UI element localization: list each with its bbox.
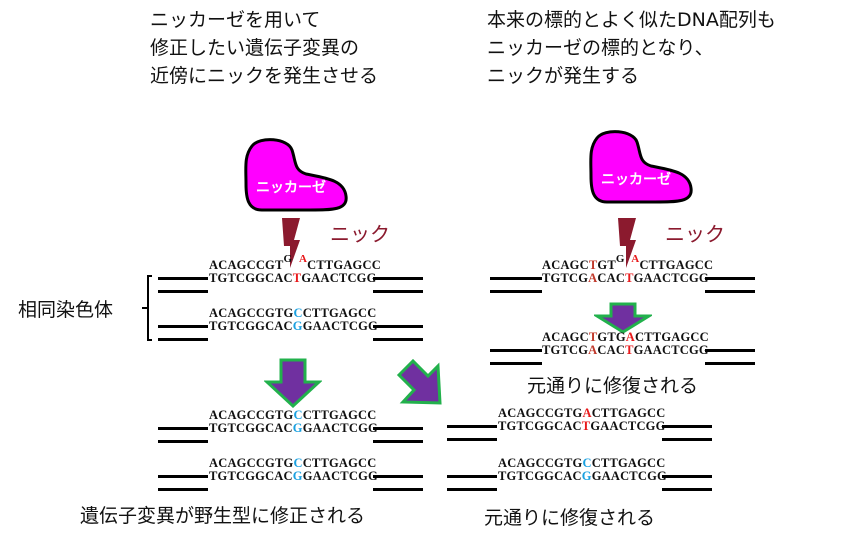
chromosome-line xyxy=(490,362,542,365)
chromosome-line xyxy=(447,425,497,428)
chromosome-line xyxy=(662,438,712,441)
middle-result-caption: 元通りに修復される xyxy=(484,507,656,529)
chromosome-line xyxy=(705,277,755,280)
chromosome-line xyxy=(158,475,208,478)
left-caption-line: 近傍にニックを発生させる xyxy=(150,65,379,87)
chromosome-line xyxy=(373,440,423,443)
chromosome-line xyxy=(158,488,208,491)
chromosome-line xyxy=(705,362,755,365)
chromosome-line xyxy=(490,349,542,352)
right-caption-line: ニックが発生する xyxy=(487,65,640,87)
left-result-b-strand-lower: TGTCGGCACGGAACTCGG xyxy=(209,469,378,483)
right-caption-line: ニッカーゼの標的となり、 xyxy=(487,37,714,59)
nick-lightning-icon-right xyxy=(618,218,636,268)
nickase-enzyme-right xyxy=(589,130,693,204)
chromosome-line xyxy=(158,427,208,430)
chromosome-line xyxy=(373,325,423,328)
chromosome-line xyxy=(373,488,423,491)
right-caption-line: 本来の標的とよく似たDNA配列も xyxy=(487,9,776,31)
right-top-strand-upper: ACAGCTGTG ACTTGAGCC xyxy=(542,253,714,272)
left-result-a-strand-upper: ACAGCCGTGCCTTGAGCC xyxy=(209,408,377,422)
chromosome-line xyxy=(158,277,208,280)
homolog-label: 相同染色体 xyxy=(18,299,114,321)
left-result-b-strand-upper: ACAGCCGTGCCTTGAGCC xyxy=(209,456,377,470)
chromosome-line xyxy=(158,290,208,293)
chromosome-line xyxy=(373,338,423,341)
chromosome-line xyxy=(158,440,208,443)
chromosome-line xyxy=(490,290,542,293)
chromosome-line xyxy=(705,290,755,293)
middle-result-a-strand-upper: ACAGCCGTGACTTGAGCC xyxy=(498,406,666,420)
down-arrow-icon xyxy=(264,358,322,408)
left-caption-line: ニッカーゼを用いて xyxy=(150,9,321,31)
down-arrow-icon xyxy=(594,302,652,334)
chromosome-line xyxy=(158,338,208,341)
left-top-strand-upper: ACAGCCGTG ACTTGAGCC xyxy=(209,253,381,272)
right-caption: 本来の標的とよく似たDNA配列も ニッカーゼの標的となり、 ニックが発生する xyxy=(487,6,776,90)
nick-lightning-icon-left xyxy=(282,218,300,268)
left-result-caption: 遺伝子変異が野生型に修正される xyxy=(80,505,366,527)
chromosome-line xyxy=(447,438,497,441)
right-top-strand-lower: TGTCGACACTGAACTCGG xyxy=(542,271,709,285)
nick-label-left: ニック xyxy=(330,222,390,246)
left-caption: ニッカーゼを用いて 修正したい遺伝子変異の 近傍にニックを発生させる xyxy=(150,6,378,90)
right-repaired-strand-lower: TGTCGACACTGAACTCGG xyxy=(542,343,709,357)
homolog-bracket xyxy=(142,275,152,341)
chromosome-line xyxy=(705,349,755,352)
right-repaired-strand-upper: ACAGCTGTGACTTGAGCC xyxy=(542,330,709,344)
chromosome-line xyxy=(490,277,542,280)
left-top-strand-lower: TGTCGGCACTGAACTCGG xyxy=(209,271,377,285)
chromosome-line xyxy=(662,488,712,491)
nickase-label-right: ニッカーゼ xyxy=(601,172,671,188)
chromosome-line xyxy=(662,475,712,478)
nickase-enzyme-left xyxy=(244,138,348,212)
diagonal-arrow-icon xyxy=(396,358,442,405)
left-result-a-strand-lower: TGTCGGCACGGAACTCGG xyxy=(209,421,378,435)
middle-result-a-strand-lower: TGTCGGCACTGAACTCGG xyxy=(498,419,666,433)
chromosome-line xyxy=(373,277,423,280)
nickase-label-left: ニッカーゼ xyxy=(256,180,326,196)
nick-label-right: ニック xyxy=(665,222,725,246)
left-homolog-strand-upper: ACAGCCGTGCCTTGAGCC xyxy=(209,306,377,320)
middle-result-b-strand-lower: TGTCGGCACGGAACTCGG xyxy=(498,469,667,483)
chromosome-line xyxy=(662,425,712,428)
left-caption-line: 修正したい遺伝子変異の xyxy=(150,37,360,59)
chromosome-line xyxy=(373,290,423,293)
right-repaired-caption: 元通りに修復される xyxy=(527,375,699,397)
left-homolog-strand-lower: TGTCGGCACGGAACTCGG xyxy=(209,319,378,333)
chromosome-line xyxy=(447,488,497,491)
chromosome-line xyxy=(447,475,497,478)
chromosome-line xyxy=(373,475,423,478)
chromosome-line xyxy=(373,427,423,430)
chromosome-line xyxy=(158,325,208,328)
middle-result-b-strand-upper: ACAGCCGTGCCTTGAGCC xyxy=(498,456,666,470)
